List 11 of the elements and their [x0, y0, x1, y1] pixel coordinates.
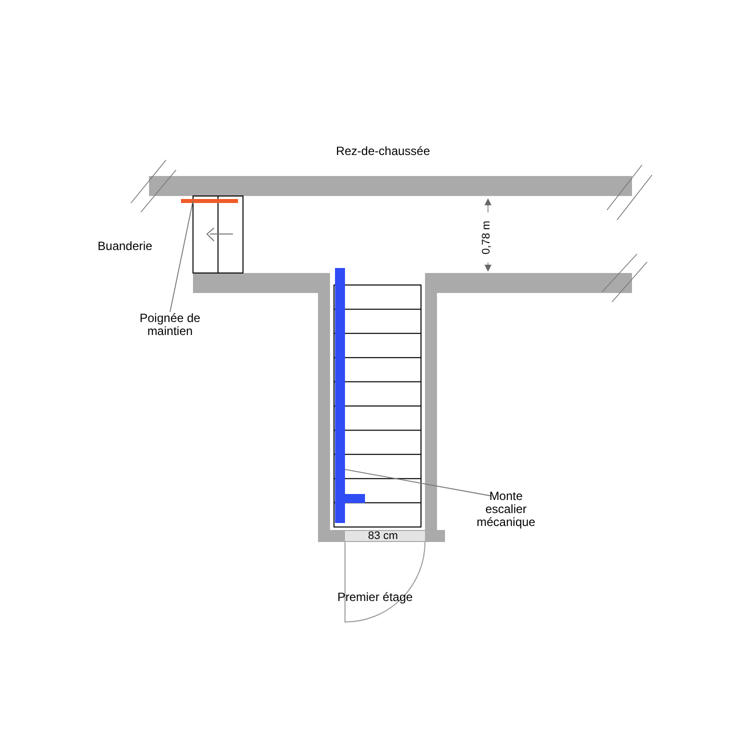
- stairlift-rail: [335, 268, 365, 523]
- dimension-label: 83 cm: [367, 530, 399, 542]
- callout-label: Monte escalier mécanique: [476, 490, 536, 529]
- leader-line: [344, 469, 492, 496]
- leader-line: [170, 200, 194, 312]
- level-label: Premier étage: [336, 591, 414, 604]
- level-label: Rez-de-chaussée: [334, 145, 432, 158]
- grab-handle: [181, 199, 238, 203]
- callout-label: Poignée de maintien: [138, 312, 202, 338]
- room-label: Buanderie: [96, 240, 154, 253]
- dimension-label: 0,78 m: [480, 212, 494, 262]
